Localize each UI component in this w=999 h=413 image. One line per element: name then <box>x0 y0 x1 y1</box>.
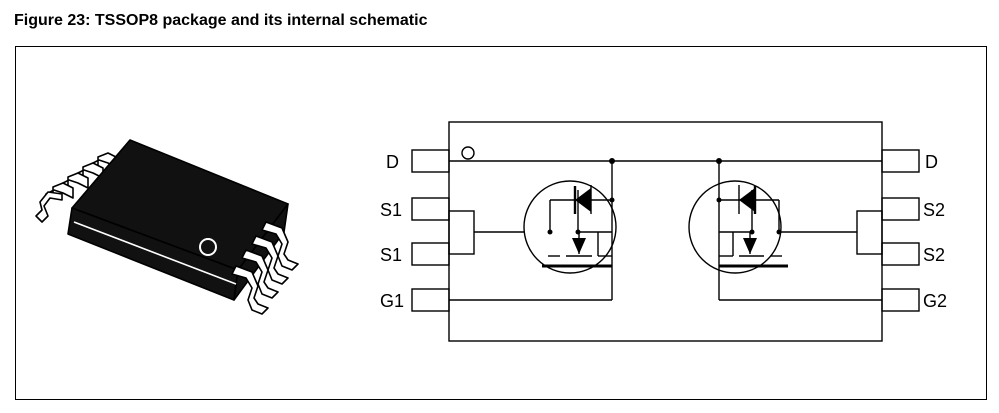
junction-dots <box>547 158 782 235</box>
pin-stub-right-2 <box>881 197 920 221</box>
pin-label-left-2: S1 <box>380 200 402 220</box>
pin-stub-right-1 <box>881 149 920 173</box>
source2-combiner <box>856 210 883 255</box>
pin-label-left-3: S1 <box>380 245 402 265</box>
body-diode-1 <box>575 188 591 212</box>
source1-combiner <box>448 210 475 255</box>
mosfet-1 <box>523 161 617 300</box>
schematic-pin1-marker <box>461 146 475 160</box>
pin1-marker <box>199 238 217 256</box>
mosfet-2 <box>688 161 806 300</box>
figure-frame <box>15 46 987 400</box>
pin-stub-right-4 <box>881 288 920 312</box>
pin-stub-left-4 <box>411 288 450 312</box>
body-diode-2 <box>739 188 755 212</box>
right-pin-labels: D S2 S2 G2 <box>923 152 947 311</box>
pin-label-right-3: S2 <box>923 245 945 265</box>
pin-label-right-2: S2 <box>923 200 945 220</box>
package-front-leads <box>231 221 299 315</box>
tssop8-package-drawing <box>35 139 299 315</box>
pin-label-left-1: D <box>386 152 399 172</box>
package-back-leads <box>35 152 119 223</box>
left-pin-labels: D S1 S1 G1 <box>380 152 404 311</box>
pin-stub-right-3 <box>881 242 920 266</box>
pin-label-right-1: D <box>925 152 938 172</box>
pin-label-left-4: G1 <box>380 291 404 311</box>
internal-schematic <box>411 121 920 342</box>
pin-stub-left-1 <box>411 149 450 173</box>
pin-stub-left-2 <box>411 197 450 221</box>
figure-title: Figure 23: TSSOP8 package and its intern… <box>14 12 428 29</box>
pin-stub-left-3 <box>411 242 450 266</box>
pin-label-right-4: G2 <box>923 291 947 311</box>
